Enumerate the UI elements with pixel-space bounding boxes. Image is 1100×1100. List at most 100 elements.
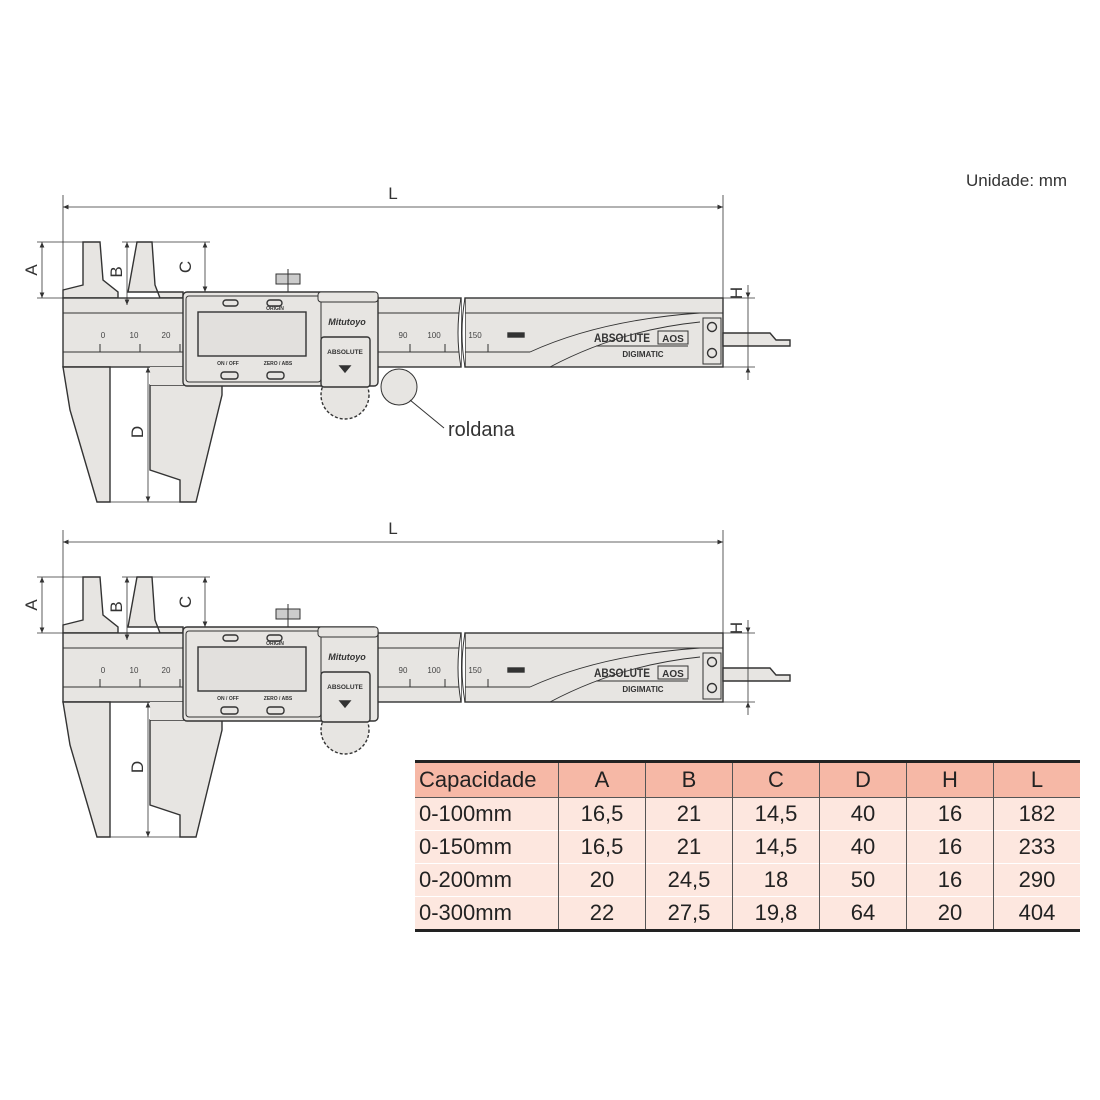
svg-text:C: C xyxy=(176,596,195,608)
value-cell: 404 xyxy=(993,896,1080,931)
header-capacity: Capacidade xyxy=(415,761,559,798)
dimension-L: L xyxy=(62,184,724,298)
value-cell: 20 xyxy=(906,896,994,931)
value-cell: 290 xyxy=(993,863,1080,897)
scale-labels: 0 10 20 90 100 150 xyxy=(101,331,482,340)
dimension-A: A xyxy=(22,241,83,299)
aos-logo: AOS xyxy=(662,334,684,345)
zero-abs-button[interactable] xyxy=(266,706,285,715)
down-arrow-icon xyxy=(338,700,352,709)
svg-text:H: H xyxy=(727,622,746,634)
dimension-label-L: L xyxy=(388,519,397,538)
value-cell: 233 xyxy=(993,830,1080,864)
header-l: L xyxy=(993,761,1080,798)
roldana-callout: roldana xyxy=(380,368,516,441)
table-header-row: Capacidade A B C D H L xyxy=(415,761,1080,798)
dimension-H: H xyxy=(723,285,755,380)
value-cell: 40 xyxy=(819,797,907,831)
value-cell: 24,5 xyxy=(645,863,733,897)
dimension-C: C xyxy=(152,241,210,292)
svg-text:100: 100 xyxy=(427,331,441,340)
cover-plate xyxy=(320,336,371,388)
value-cell: 182 xyxy=(993,797,1080,831)
unit-label: Unidade: mm xyxy=(966,171,1068,190)
screw-icon xyxy=(706,321,718,333)
scale-labels: 0 10 20 90 100 150 xyxy=(101,666,482,675)
svg-text:90: 90 xyxy=(399,666,408,675)
svg-text:10: 10 xyxy=(130,331,139,340)
screw-icon xyxy=(706,682,718,694)
origin-button[interactable] xyxy=(222,634,239,642)
on-off-button[interactable] xyxy=(220,371,239,380)
svg-text:C: C xyxy=(176,261,195,273)
value-cell: 21 xyxy=(645,797,733,831)
value-cell: 40 xyxy=(819,830,907,864)
lcd-display xyxy=(197,311,307,357)
dimension-L: L xyxy=(62,519,724,633)
svg-text:D: D xyxy=(128,426,147,438)
value-cell: 50 xyxy=(819,863,907,897)
capacity-cell: 0-200mm xyxy=(415,863,559,897)
origin-button[interactable] xyxy=(222,299,239,307)
screw-icon xyxy=(706,656,718,668)
dimension-B: B xyxy=(107,241,152,305)
value-cell: 20 xyxy=(558,863,646,897)
value-cell: 16 xyxy=(906,830,994,864)
digimatic-logo: DIGIMATIC xyxy=(622,350,663,359)
value-cell: 22 xyxy=(558,896,646,931)
scale-mark xyxy=(507,332,525,338)
dimension-A: A xyxy=(22,576,83,634)
svg-text:20: 20 xyxy=(162,666,171,675)
down-arrow-icon xyxy=(338,365,352,374)
absolute-logo: ABSOLUTE xyxy=(594,666,650,680)
value-cell: 18 xyxy=(732,863,820,897)
dimension-label-L: L xyxy=(388,184,397,203)
svg-text:ABSOLUTE: ABSOLUTE xyxy=(327,684,363,691)
lcd-display xyxy=(197,646,307,692)
svg-text:ORIGIN: ORIGIN xyxy=(266,641,284,647)
value-cell: 16,5 xyxy=(558,830,646,864)
on-off-button[interactable] xyxy=(220,706,239,715)
screw-icon xyxy=(706,347,718,359)
header-h: H xyxy=(906,761,994,798)
dimension-C: C xyxy=(152,576,210,627)
value-cell: 14,5 xyxy=(732,830,820,864)
svg-text:ABSOLUTE: ABSOLUTE xyxy=(327,349,363,356)
slider-upper-jaw xyxy=(127,576,184,634)
roldana-label: roldana xyxy=(448,419,516,441)
capacity-cell: 0-300mm xyxy=(415,896,559,931)
value-cell: 16 xyxy=(906,797,994,831)
capacity-cell: 0-150mm xyxy=(415,830,559,864)
value-cell: 21 xyxy=(645,830,733,864)
scale-mark xyxy=(507,667,525,673)
svg-text:ZERO / ABS: ZERO / ABS xyxy=(264,361,293,367)
depth-rod xyxy=(722,667,791,682)
absolute-logo: ABSOLUTE xyxy=(594,331,650,345)
svg-text:ZERO / ABS: ZERO / ABS xyxy=(264,696,293,702)
value-cell: 64 xyxy=(819,896,907,931)
aos-logo: AOS xyxy=(662,669,684,680)
value-cell: 16 xyxy=(906,863,994,897)
dimension-D: D xyxy=(110,367,180,503)
svg-text:A: A xyxy=(22,264,41,276)
svg-text:150: 150 xyxy=(468,666,482,675)
svg-text:D: D xyxy=(128,761,147,773)
header-b: B xyxy=(645,761,733,798)
fixed-lower-jaw xyxy=(62,701,111,838)
brand-logo: Mitutoyo xyxy=(328,652,366,662)
zero-abs-button[interactable] xyxy=(266,371,285,380)
svg-text:10: 10 xyxy=(130,666,139,675)
break-mark xyxy=(457,297,466,368)
value-cell: 14,5 xyxy=(732,797,820,831)
caliper-drawing: L 0 10 20 90 100 150 ABSOLUTE AOS DIGIMA… xyxy=(22,184,791,503)
dimension-B: B xyxy=(107,576,152,640)
svg-text:B: B xyxy=(107,266,126,277)
slider-lower-jaw xyxy=(149,384,223,503)
value-cell: 16,5 xyxy=(558,797,646,831)
header-d: D xyxy=(819,761,907,798)
svg-text:90: 90 xyxy=(399,331,408,340)
